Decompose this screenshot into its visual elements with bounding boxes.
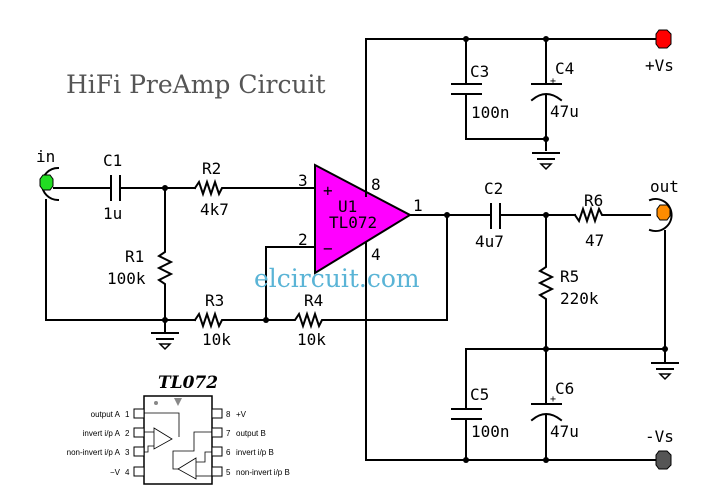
- r5-ref: R5: [560, 267, 579, 286]
- junction: [543, 136, 549, 142]
- c6-value: 47u: [550, 422, 579, 441]
- svg-text:+: +: [550, 394, 556, 405]
- ic-pinout: TL072 output A 1 invert i/p A 2 non-inve…: [67, 373, 290, 485]
- output-label: out: [650, 177, 679, 196]
- pin-label-right: non-invert i/p B: [236, 468, 290, 477]
- resistor-r5: [537, 214, 555, 350]
- r3-value: 10k: [202, 330, 231, 349]
- pos-supply-terminal: [655, 29, 672, 49]
- capacitor-c1: [110, 175, 121, 201]
- pin-1-label: 1: [413, 196, 423, 215]
- wire: [45, 199, 196, 321]
- c3-ref: C3: [470, 62, 489, 81]
- pin-number: 5: [226, 468, 231, 477]
- resistor-r4: [265, 214, 448, 330]
- r1-ref: R1: [125, 247, 144, 266]
- capacitor-c2: [490, 203, 501, 229]
- opamp-plus-sign: +: [323, 181, 333, 200]
- c5-ref: C5: [470, 385, 489, 404]
- resistor-r2: [193, 178, 314, 198]
- pin-label-left: −V: [110, 468, 121, 477]
- output-jack-shield: [648, 198, 673, 232]
- svg-text:+: +: [550, 76, 556, 87]
- resistor-r3: [193, 310, 266, 330]
- junction: [463, 457, 469, 463]
- ic-title: TL072: [158, 373, 218, 393]
- capacitor-c3: [451, 38, 547, 140]
- r2-value: 4k7: [200, 200, 229, 219]
- resistor-r6: [573, 205, 651, 225]
- r5-value: 220k: [560, 289, 599, 308]
- c2-value: 4u7: [475, 232, 504, 251]
- pin-number: 3: [125, 448, 130, 457]
- c1-ref: C1: [103, 151, 122, 170]
- ground-rail-wire: [465, 348, 666, 410]
- r2-ref: R2: [202, 159, 221, 178]
- input-label: in: [36, 147, 55, 166]
- r6-ref: R6: [584, 191, 603, 210]
- pin-number: 8: [226, 410, 231, 419]
- neg-rail-wire: [365, 242, 656, 461]
- r3-ref: R3: [205, 291, 224, 310]
- c1-value: 1u: [103, 204, 122, 223]
- notch-marker: [174, 398, 182, 406]
- pin-label-right: +V: [236, 410, 247, 419]
- junction: [444, 212, 450, 218]
- pin-3-label: 3: [298, 171, 308, 190]
- pin-label-right: output B: [236, 429, 266, 438]
- pin-number: 1: [125, 410, 130, 419]
- pin-label-left: output A: [91, 410, 121, 419]
- opamp-ref: U1: [338, 197, 357, 216]
- opamp-minus-sign: −: [323, 239, 333, 258]
- pin-number: 4: [125, 468, 130, 477]
- circuit-title: HiFi PreAmp Circuit: [66, 70, 326, 99]
- r6-value: 47: [585, 231, 604, 250]
- capacitor-c4: +: [530, 38, 563, 151]
- r4-value: 10k: [297, 330, 326, 349]
- c4-value: 47u: [550, 102, 579, 121]
- capacitor-c6: +: [530, 348, 563, 461]
- pos-rail-wire: [365, 38, 656, 197]
- pos-supply-label: +Vs: [645, 56, 674, 75]
- opamp-u1: [314, 163, 413, 275]
- ground-symbol: [151, 319, 179, 351]
- pin-number: 7: [226, 429, 231, 438]
- wire: [265, 246, 314, 321]
- c4-ref: C4: [555, 59, 574, 78]
- pin-label-right: invert i/p B: [236, 448, 274, 457]
- ground-symbol: [651, 348, 679, 381]
- capacitor-c5: [451, 408, 482, 461]
- pin-label-left: non-invert i/p A: [67, 448, 121, 457]
- r1-value: 100k: [107, 269, 146, 288]
- c2-ref: C2: [484, 179, 503, 198]
- pin-number: 6: [226, 448, 231, 457]
- output-jack-pin: [656, 204, 671, 221]
- r4-ref: R4: [304, 291, 323, 310]
- junction: [543, 457, 549, 463]
- watermark: elcircuit.com: [254, 264, 420, 293]
- input-jack-pin: [39, 174, 54, 191]
- neg-supply-terminal: [655, 450, 672, 470]
- c5-value: 100n: [471, 422, 510, 441]
- c3-value: 100n: [471, 103, 510, 122]
- pin1-marker: [154, 401, 158, 405]
- pin-4-label: 4: [371, 245, 381, 264]
- pin-8-label: 8: [371, 175, 381, 194]
- neg-supply-label: -Vs: [645, 427, 674, 446]
- pin-label-left: invert i/p A: [83, 429, 121, 438]
- pin-2-label: 2: [298, 230, 308, 249]
- resistor-r1: [156, 187, 174, 321]
- ground-symbol: [532, 152, 560, 171]
- pin-number: 2: [125, 429, 130, 438]
- opamp-part: TL072: [329, 213, 377, 232]
- c6-ref: C6: [555, 379, 574, 398]
- output-jack: [648, 198, 673, 232]
- input-jack: [39, 166, 60, 202]
